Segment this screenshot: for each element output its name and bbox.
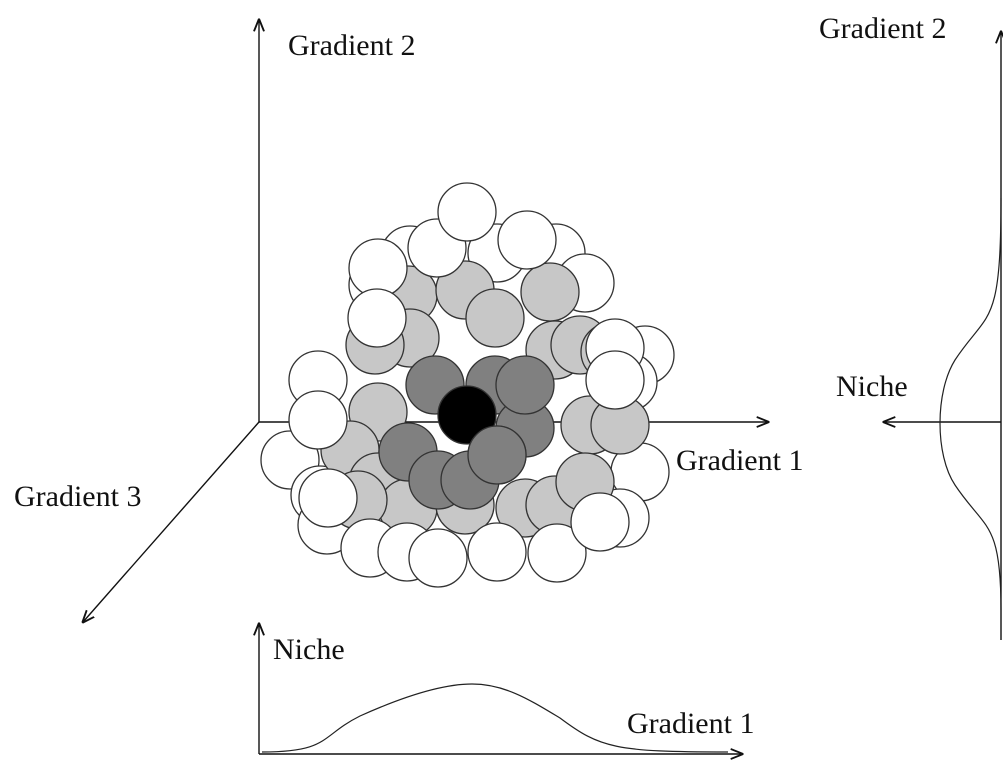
- outer-niche-sphere: [298, 468, 358, 528]
- bottom-niche-profile: Niche Gradient 1: [259, 624, 754, 754]
- outer-niche-sphere: [497, 210, 557, 270]
- inner-niche-sphere: [495, 355, 555, 415]
- main-gradient-2-label: Gradient 2: [288, 29, 415, 62]
- outer-niche-sphere: [467, 522, 527, 582]
- outer-niche-sphere: [570, 492, 630, 552]
- outer-niche-sphere: [288, 390, 348, 450]
- outer-niche-sphere: [408, 528, 468, 588]
- right-niche-curve: [939, 197, 1002, 611]
- bottom-gradient-1-label: Gradient 1: [627, 707, 754, 740]
- main-gradient-3-label: Gradient 3: [14, 480, 141, 513]
- bottom-niche-curve: [261, 683, 729, 753]
- inner-niche-sphere: [467, 425, 527, 485]
- main-gradient-1-label: Gradient 1: [676, 444, 803, 477]
- right-niche-profile: Gradient 2 Niche: [819, 12, 1001, 640]
- middle-niche-sphere: [465, 288, 525, 348]
- gradient-3-axis: [83, 421, 260, 622]
- bottom-niche-label: Niche: [273, 633, 345, 666]
- right-gradient-2-label: Gradient 2: [819, 12, 946, 45]
- middle-niche-sphere: [520, 262, 580, 322]
- outer-niche-sphere: [437, 182, 497, 242]
- right-niche-label: Niche: [836, 370, 908, 403]
- outer-niche-sphere: [585, 350, 645, 410]
- outer-niche-sphere: [527, 523, 587, 583]
- core-niche-sphere: [437, 385, 497, 445]
- niche-sphere-cluster: [260, 182, 675, 588]
- outer-niche-sphere: [347, 288, 407, 348]
- outer-niche-sphere: [348, 238, 408, 298]
